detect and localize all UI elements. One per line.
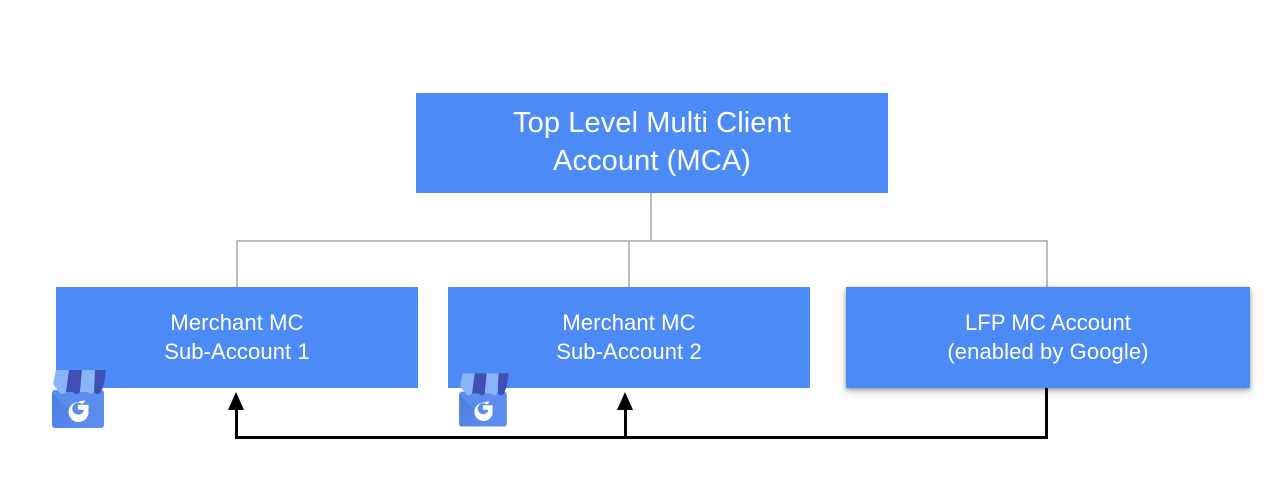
node-top-level-mca-label: Top Level Multi Client Account (MCA) <box>513 107 791 177</box>
feedback-connector-to-merchant-1 <box>235 409 238 439</box>
connector-top-stem <box>650 193 652 241</box>
google-my-business-icon <box>450 366 516 432</box>
node-lfp-mc-account-label: LFP MC Account (enabled by Google) <box>947 309 1149 364</box>
google-my-business-icon <box>42 362 114 434</box>
arrowhead-merchant-1-icon <box>228 392 244 410</box>
connector-horizontal-bus <box>236 240 1048 242</box>
connector-drop-merchant-1 <box>236 240 238 288</box>
node-lfp-mc-account[interactable]: LFP MC Account (enabled by Google) <box>846 287 1250 388</box>
connector-drop-merchant-2 <box>628 240 630 288</box>
arrowhead-merchant-2-icon <box>617 392 633 410</box>
node-merchant-sub-account-1[interactable]: Merchant MC Sub-Account 1 <box>56 287 418 388</box>
connector-drop-lfp <box>1046 240 1048 288</box>
node-top-level-mca[interactable]: Top Level Multi Client Account (MCA) <box>416 93 888 193</box>
node-merchant-sub-account-1-label: Merchant MC Sub-Account 1 <box>164 309 310 364</box>
feedback-connector-to-merchant-2 <box>624 409 627 439</box>
feedback-connector-bus <box>236 436 1048 439</box>
node-merchant-sub-account-2[interactable]: Merchant MC Sub-Account 2 <box>448 287 810 388</box>
feedback-connector-from-lfp <box>1045 388 1048 439</box>
node-merchant-sub-account-2-label: Merchant MC Sub-Account 2 <box>556 309 702 364</box>
